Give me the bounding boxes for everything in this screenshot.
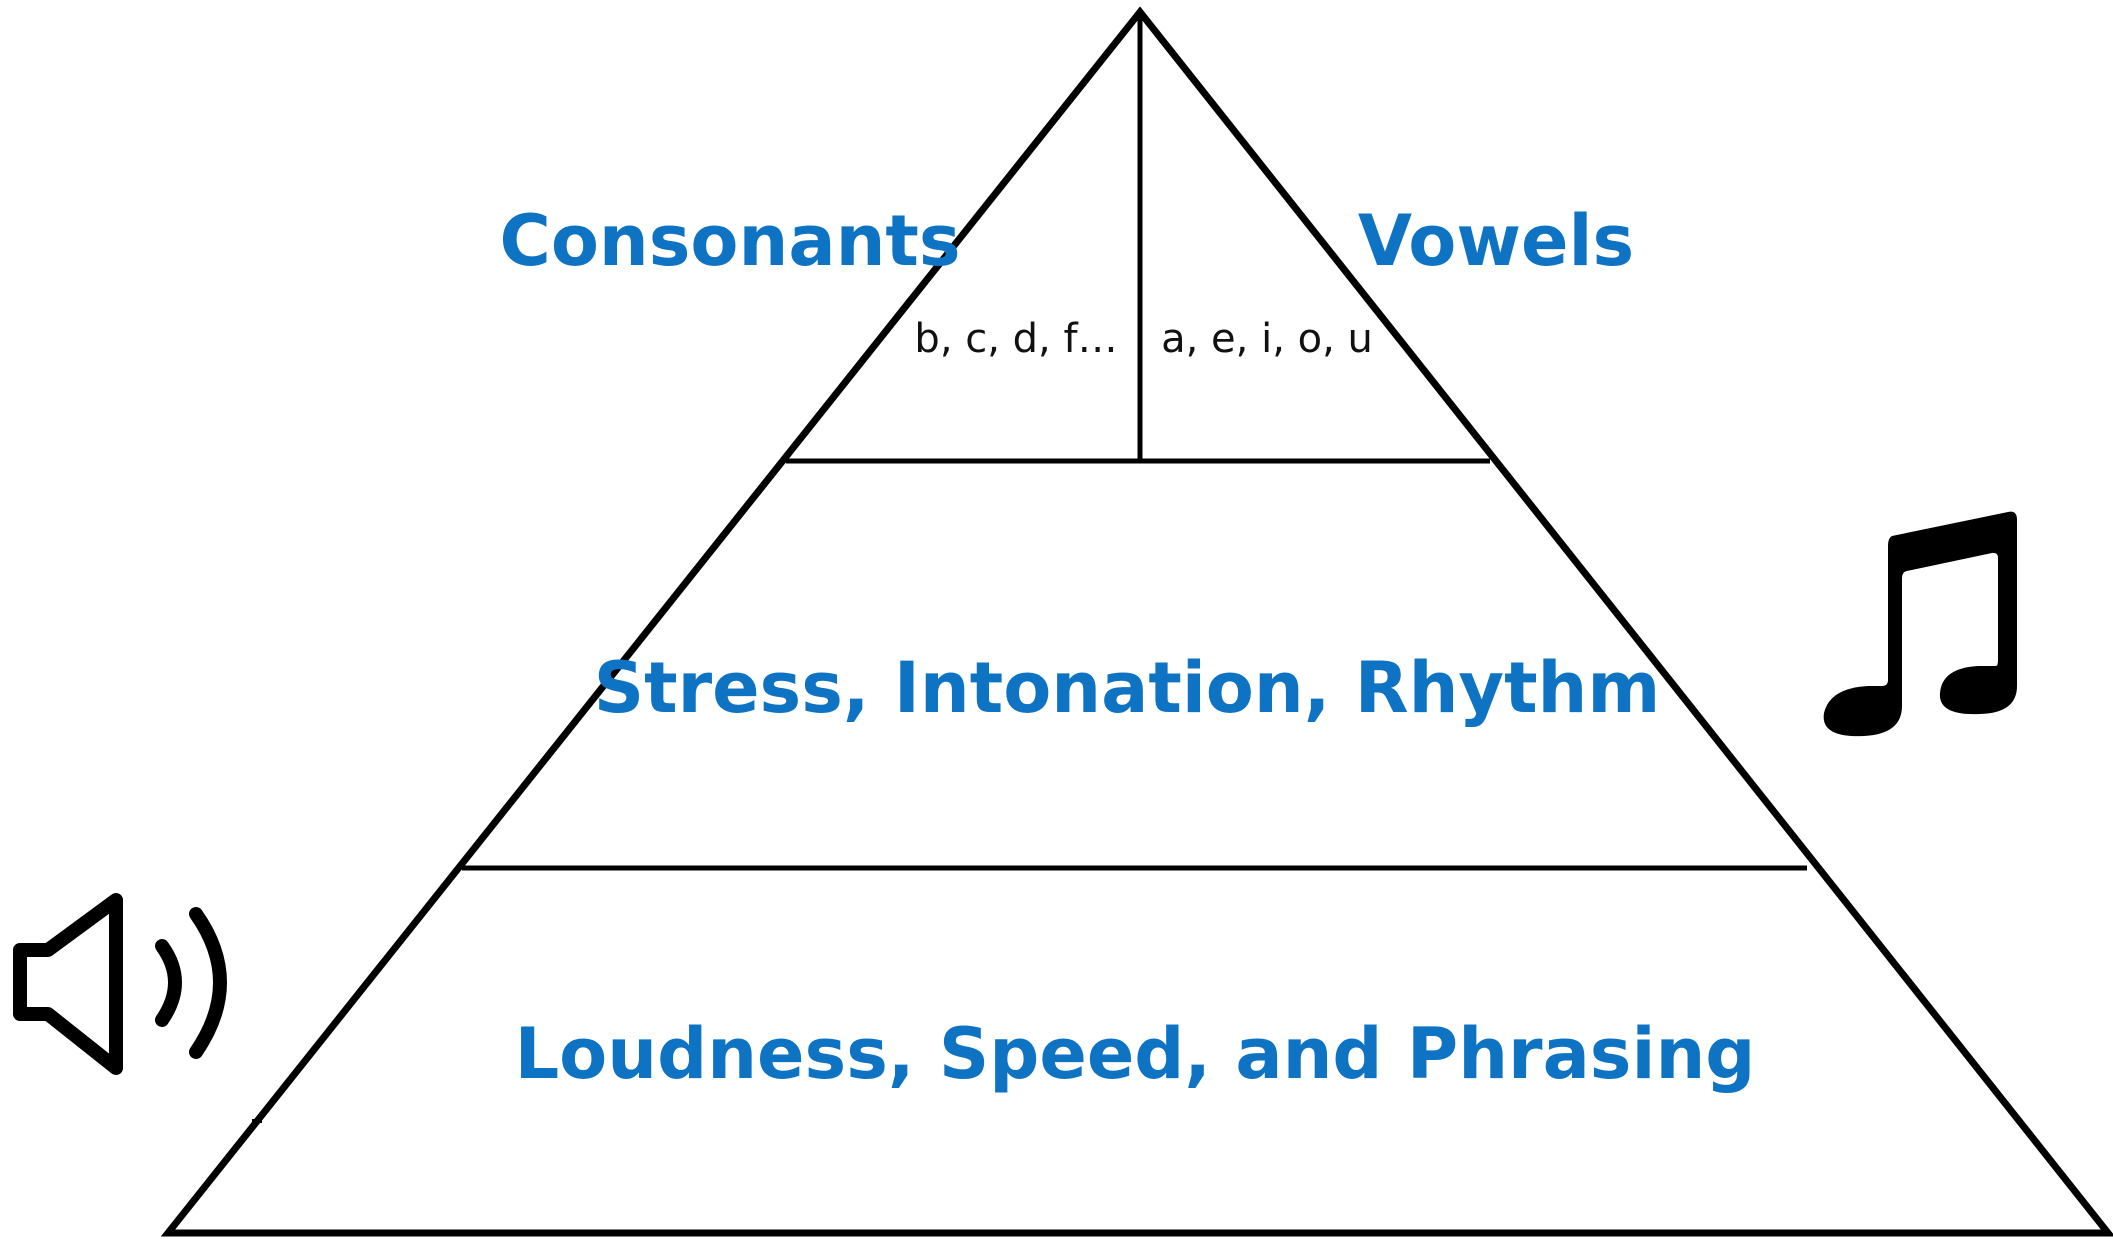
- pyramid-outline: [160, 6, 2113, 1237]
- speaker-icon: [13, 893, 227, 1075]
- music-note-icon: [1823, 511, 2017, 737]
- vowels-examples: a, e, i, o, u: [1161, 316, 1373, 362]
- stress-intonation-rhythm-title: Stress, Intonation, Rhythm: [594, 647, 1661, 729]
- loudness-speed-phrasing-title: Loudness, Speed, and Phrasing: [515, 1013, 1756, 1095]
- vowels-title: Vowels: [1358, 200, 1634, 282]
- consonants-title: Consonants: [499, 200, 960, 282]
- consonants-examples: b, c, d, f…: [914, 316, 1117, 362]
